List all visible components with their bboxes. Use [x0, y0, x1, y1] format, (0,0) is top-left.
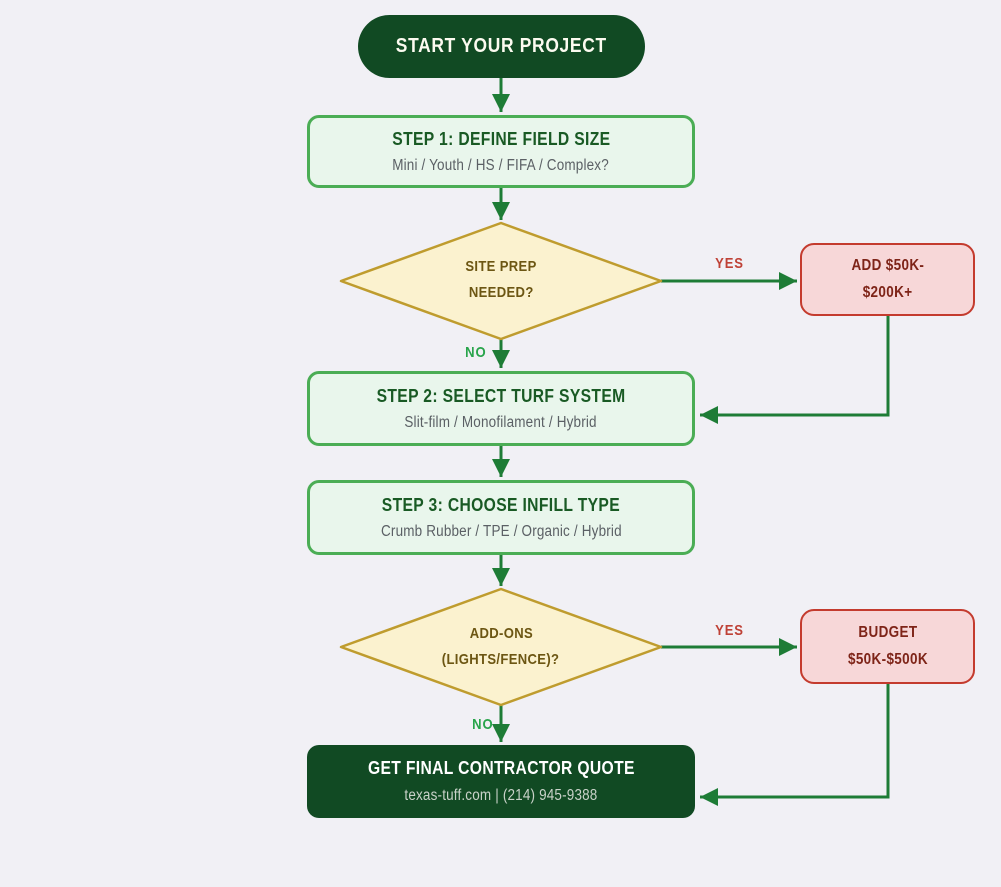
- decision2-line2: (LIGHTS/FENCE)?: [442, 650, 560, 668]
- decision2-no-label: NO: [452, 716, 493, 733]
- step1-node: STEP 1: DEFINE FIELD SIZE Mini / Youth /…: [307, 115, 695, 188]
- step2-node: STEP 2: SELECT TURF SYSTEM Slit-film / M…: [307, 371, 695, 446]
- final-node: GET FINAL CONTRACTOR QUOTE texas-tuff.co…: [307, 745, 695, 818]
- connector-cost2-final: [700, 684, 890, 806]
- decision2-line1: ADD-ONS: [469, 625, 533, 642]
- step3-subtitle: Crumb Rubber / TPE / Organic / Hybrid: [380, 522, 622, 540]
- decision2-yes-label: YES: [702, 622, 758, 639]
- decision2-no-text: NO: [471, 716, 493, 733]
- start-node: START YOUR PROJECT: [358, 15, 645, 78]
- cost2-line1: BUDGET: [857, 624, 918, 642]
- start-label: START YOUR PROJECT: [395, 35, 608, 57]
- cost1-node: ADD $50K- $200K+: [800, 243, 975, 316]
- step1-title: STEP 1: DEFINE FIELD SIZE: [391, 128, 611, 149]
- step2-subtitle: Slit-film / Monofilament / Hybrid: [404, 413, 598, 431]
- decision1-label: SITE PREP NEEDED?: [401, 254, 601, 305]
- connector-cost1-step2: [700, 316, 890, 424]
- cost2-line2: $50K-$500K: [847, 650, 928, 668]
- step2-title: STEP 2: SELECT TURF SYSTEM: [376, 385, 626, 406]
- step3-title: STEP 3: CHOOSE INFILL TYPE: [381, 494, 621, 515]
- cost1-line2: $200K+: [862, 283, 913, 301]
- decision1-no-text: NO: [464, 344, 486, 361]
- final-contact: texas-tuff.com | (214) 945-9388: [404, 787, 598, 804]
- step3-node: STEP 3: CHOOSE INFILL TYPE Crumb Rubber …: [307, 480, 695, 555]
- decision2-label: ADD-ONS (LIGHTS/FENCE)?: [401, 621, 601, 672]
- step1-subtitle: Mini / Youth / HS / FIFA / Complex?: [392, 156, 610, 174]
- final-title: GET FINAL CONTRACTOR QUOTE: [367, 758, 635, 778]
- cost2-node: BUDGET $50K-$500K: [800, 609, 975, 684]
- decision1-diamond: [339, 221, 663, 341]
- decision2-diamond: [339, 587, 663, 707]
- decision1-line2: NEEDED?: [468, 283, 534, 301]
- decision1-no-label: NO: [445, 344, 486, 361]
- decision2-yes-text: YES: [715, 622, 745, 639]
- decision1-yes-text: YES: [715, 255, 745, 272]
- decision1-yes-label: YES: [702, 255, 758, 272]
- cost1-line1: ADD $50K-: [851, 257, 924, 275]
- decision1-line1: SITE PREP: [465, 258, 537, 275]
